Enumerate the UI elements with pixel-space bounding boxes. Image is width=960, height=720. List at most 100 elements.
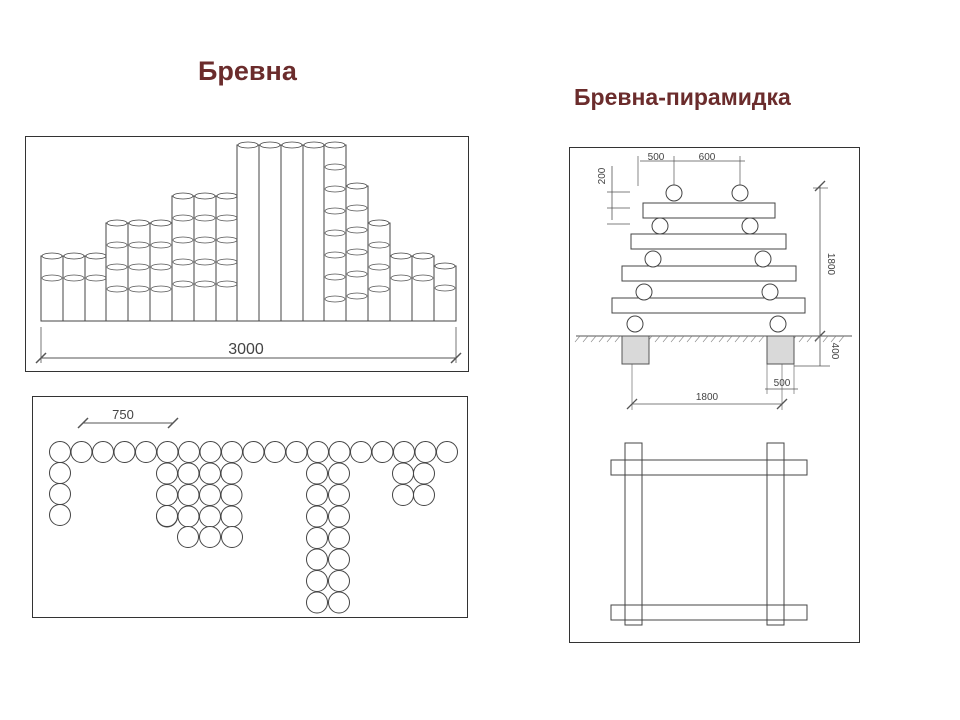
elevation-log-band — [194, 258, 216, 266]
plan-log-19 — [436, 441, 458, 463]
elevation-log-band — [128, 285, 150, 293]
pyramid-title: Бревна-пирамидка — [574, 84, 791, 110]
elevation-log-band — [324, 163, 346, 171]
plan-log-43 — [306, 505, 328, 528]
elevation-log-band — [368, 263, 390, 271]
ground-hatch-stroke — [830, 335, 837, 343]
pyramid-footing-dim: 500 — [774, 378, 791, 389]
plan-log-44 — [328, 505, 350, 528]
ground-hatch-stroke — [734, 335, 741, 343]
ground-hatch-stroke — [822, 335, 829, 343]
elevation-log-cap-11 — [259, 141, 281, 149]
elevation-log-17 — [389, 255, 413, 322]
footing-left — [621, 335, 650, 365]
ground-hatch-stroke — [694, 335, 701, 343]
plan-log-50 — [328, 570, 350, 592]
elevation-log-cap-7 — [172, 192, 194, 200]
elevation-log-cap-14 — [324, 141, 346, 149]
plan-log-26 — [220, 462, 243, 485]
ground-hatch-stroke — [678, 335, 685, 343]
elevation-log-band — [390, 274, 412, 282]
elevation-log-band — [324, 273, 346, 281]
plan-log-20 — [49, 462, 71, 484]
pyramid-log-6 — [754, 250, 772, 268]
elevation-log-band — [216, 236, 238, 244]
ground-hatch-stroke — [798, 335, 805, 343]
plan-log-13 — [307, 441, 329, 463]
logs-elevation-panel: 3000 — [25, 136, 469, 372]
plan-log-56 — [413, 484, 435, 506]
elevation-log-band — [216, 214, 238, 222]
ground-hatch-stroke — [702, 335, 709, 343]
elevation-log-cap-17 — [390, 252, 412, 260]
plan-log-27 — [156, 484, 178, 506]
plan-log-16 — [371, 441, 394, 463]
pyramid-plank-3 — [621, 265, 797, 282]
elevation-log-3 — [84, 255, 108, 322]
pyramid-top-right-dim: 600 — [699, 152, 716, 163]
ground-hatch-stroke — [662, 335, 669, 343]
elevation-log-band — [194, 214, 216, 222]
elevation-log-band — [324, 251, 346, 259]
footing-right — [766, 335, 795, 365]
plan-dimension-tick-right — [167, 417, 179, 429]
plan-log-53 — [392, 462, 414, 485]
elevation-log-band — [368, 285, 390, 293]
pyramid-height-tick-top — [814, 180, 826, 192]
plan-log-29 — [199, 484, 221, 506]
elevation-log-band — [106, 263, 128, 271]
pyramid-plank-group — [611, 202, 806, 314]
plan-beam-top — [610, 459, 808, 476]
plan-log-18 — [414, 441, 437, 463]
plan-beam-bottom — [610, 604, 808, 621]
elevation-log-cap-19 — [434, 262, 456, 270]
elevation-log-6 — [149, 222, 173, 322]
plan-log-37 — [199, 526, 221, 548]
pyramid-log-8 — [761, 283, 779, 301]
plan-log-2 — [70, 441, 93, 463]
plan-log-15 — [350, 441, 372, 463]
pyramid-log-1 — [665, 184, 683, 202]
elevation-log-band — [368, 241, 390, 249]
elevation-log-cap-16 — [368, 219, 390, 227]
ground-hatch-stroke — [814, 335, 821, 343]
elevation-log-cap-2 — [63, 252, 85, 260]
elevation-log-4 — [105, 222, 129, 322]
elevation-log-cap-8 — [194, 192, 216, 200]
ground-hatch-stroke — [758, 335, 765, 343]
ground-hatch-stroke — [718, 335, 725, 343]
plan-log-46 — [328, 527, 350, 549]
elevation-log-band — [346, 248, 368, 256]
elevation-log-band — [346, 204, 368, 212]
pyramid-log-9 — [626, 315, 644, 333]
pyramid-top-left-dim: 500 — [648, 152, 665, 163]
pyramid-log-2 — [731, 184, 749, 202]
elevation-log-band — [63, 274, 85, 282]
plan-log-11 — [264, 441, 286, 463]
elevation-log-band — [172, 258, 194, 266]
elevation-log-cap-1 — [41, 252, 63, 260]
elevation-log-band — [194, 280, 216, 288]
plan-log-48 — [328, 548, 350, 571]
elevation-log-5 — [127, 222, 151, 322]
pyramid-plank-2 — [630, 233, 787, 250]
elevation-log-16 — [367, 222, 391, 322]
elevation-log-cap-18 — [412, 252, 434, 260]
elevation-log-cap-6 — [150, 219, 172, 227]
plan-log-6 — [156, 441, 179, 463]
elevation-log-band — [346, 270, 368, 278]
pyramid-log-5 — [644, 250, 662, 268]
elevation-log-cap-13 — [303, 141, 325, 149]
plan-log-32 — [177, 505, 200, 528]
elevation-log-band — [412, 274, 434, 282]
plan-log-55 — [392, 484, 414, 506]
elevation-log-band — [150, 263, 172, 271]
elevation-log-band — [324, 185, 346, 193]
elevation-log-band — [172, 214, 194, 222]
pyramid-plank-4 — [611, 297, 806, 314]
plan-log-28 — [177, 484, 200, 506]
plan-log-24 — [177, 462, 200, 485]
plan-log-1 — [49, 441, 71, 463]
ground-hatch-stroke — [574, 335, 581, 343]
elevation-log-group — [40, 141, 457, 322]
